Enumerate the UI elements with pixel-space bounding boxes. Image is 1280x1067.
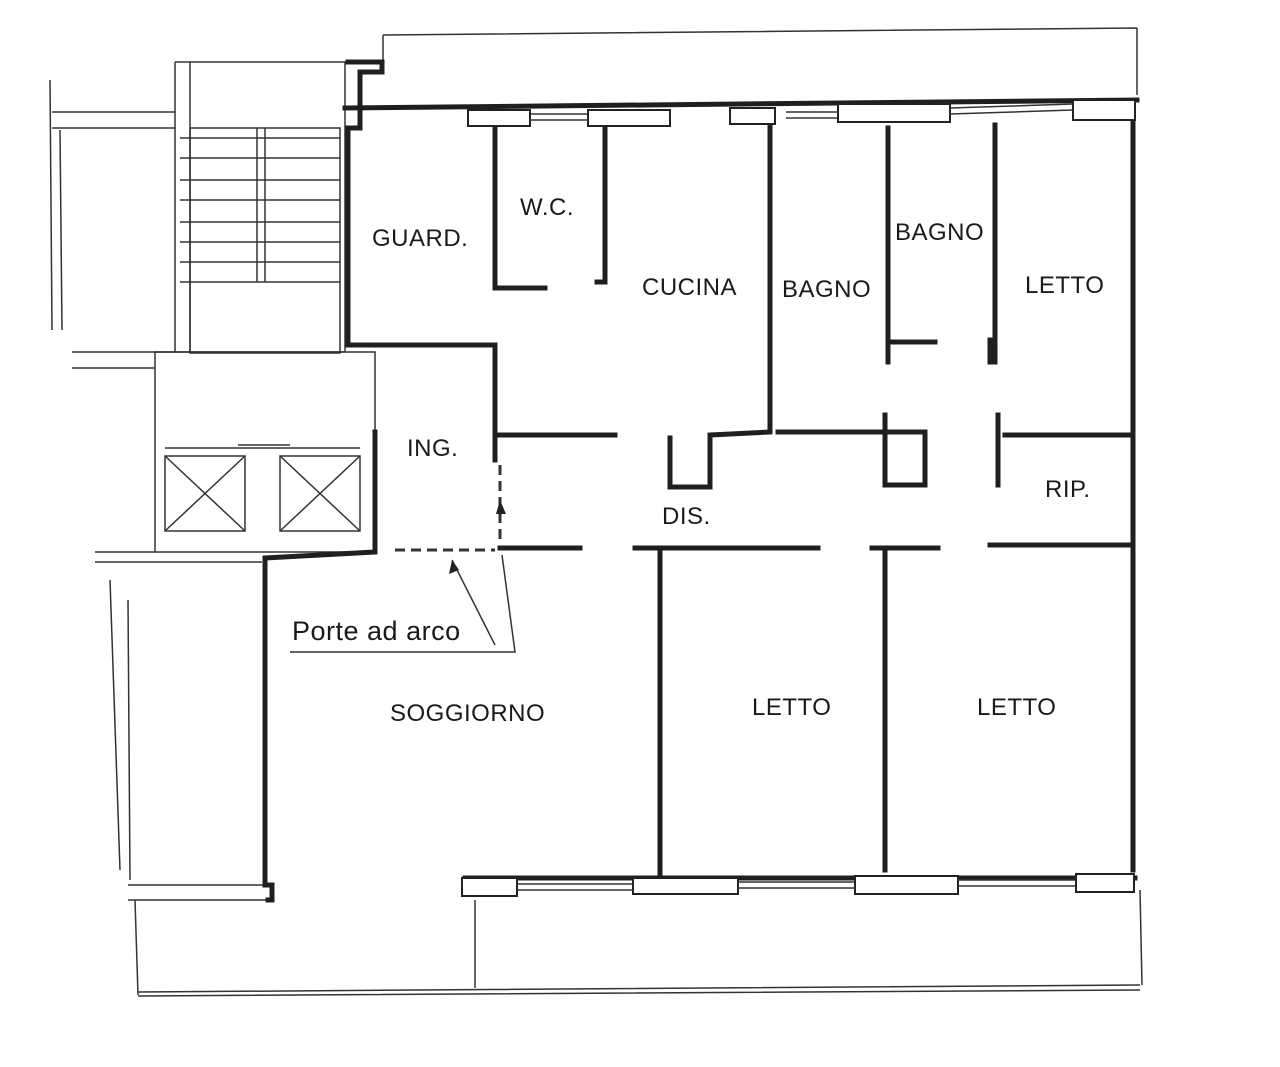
wall-openings [461,99,1136,897]
walls [262,59,1140,903]
annotation-arch-doors: Porte ad arco [292,616,461,646]
room-label-bagno-1: BAGNO [782,276,871,303]
room-label-letto-center: LETTO [752,694,831,721]
arch-door-openings [395,465,502,552]
context-lines [49,27,1143,997]
room-label-guardaroba: GUARD. [372,225,468,252]
room-label-cucina: CUCINA [642,274,737,301]
callout-leaders [290,500,516,653]
staircase [180,127,341,354]
room-label-soggiorno: SOGGIORNO [390,700,545,727]
room-label-letto-ne: LETTO [1025,272,1104,299]
room-label-wc: W.C. [520,194,574,221]
room-label-ripostiglio: RIP. [1045,476,1091,503]
room-label-letto-right: LETTO [977,694,1056,721]
elevators [154,351,376,553]
room-label-bagno-2: BAGNO [895,219,984,246]
room-label-ingresso: ING. [407,435,458,462]
room-label-disimpegno: DIS. [662,503,711,530]
